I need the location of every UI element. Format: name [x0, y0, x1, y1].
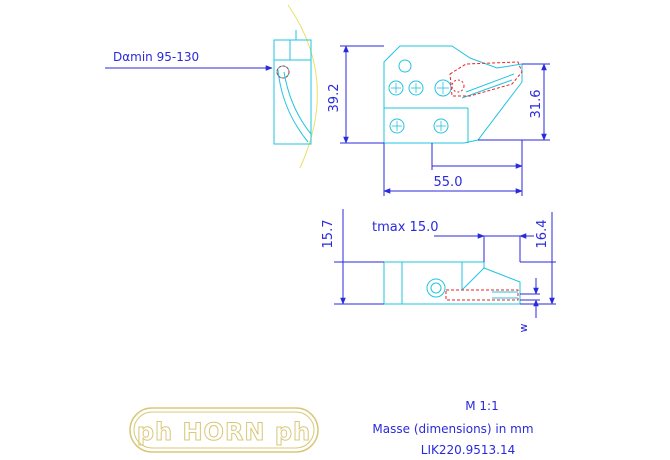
scale-label: M 1:1	[465, 399, 498, 413]
front-view	[383, 45, 523, 144]
front-view-hole-2	[388, 80, 404, 96]
horn-logo: ph HORN ph	[129, 407, 319, 453]
front-view-hole-1	[398, 59, 412, 73]
logo-text: ph HORN ph	[137, 418, 311, 446]
units-note: Masse (dimensions) in mm	[372, 422, 533, 436]
side-view: Dαmin 95-130	[105, 4, 318, 169]
dim-tmax: tmax 15.0	[372, 220, 439, 235]
front-view-outline	[383, 45, 523, 144]
top-view	[383, 261, 521, 305]
top-view-screw-hole	[426, 278, 446, 298]
dim-55-0: 55.0	[434, 175, 463, 190]
top-view-dimensions	[334, 209, 556, 318]
side-view-body	[273, 39, 312, 145]
front-view-hole-6	[433, 118, 449, 134]
part-number: LIK220.9513.14	[421, 443, 515, 457]
cutter-arc	[287, 4, 318, 169]
front-view-hole-3	[408, 80, 424, 96]
dim-31-6: 31.6	[529, 90, 544, 119]
dim-16-4: 16.4	[535, 220, 550, 249]
dim-15-7: 15.7	[321, 220, 336, 249]
dim-39-2: 39.2	[327, 84, 342, 113]
front-view-dimensions	[340, 45, 550, 196]
dim-w: w	[517, 324, 530, 333]
front-view-hidden-insert	[449, 61, 523, 97]
diameter-range-label: Dαmin 95-130	[113, 50, 199, 64]
top-view-hidden-insert	[445, 289, 519, 301]
side-view-insert	[277, 69, 309, 143]
front-view-hole-5	[389, 118, 405, 134]
